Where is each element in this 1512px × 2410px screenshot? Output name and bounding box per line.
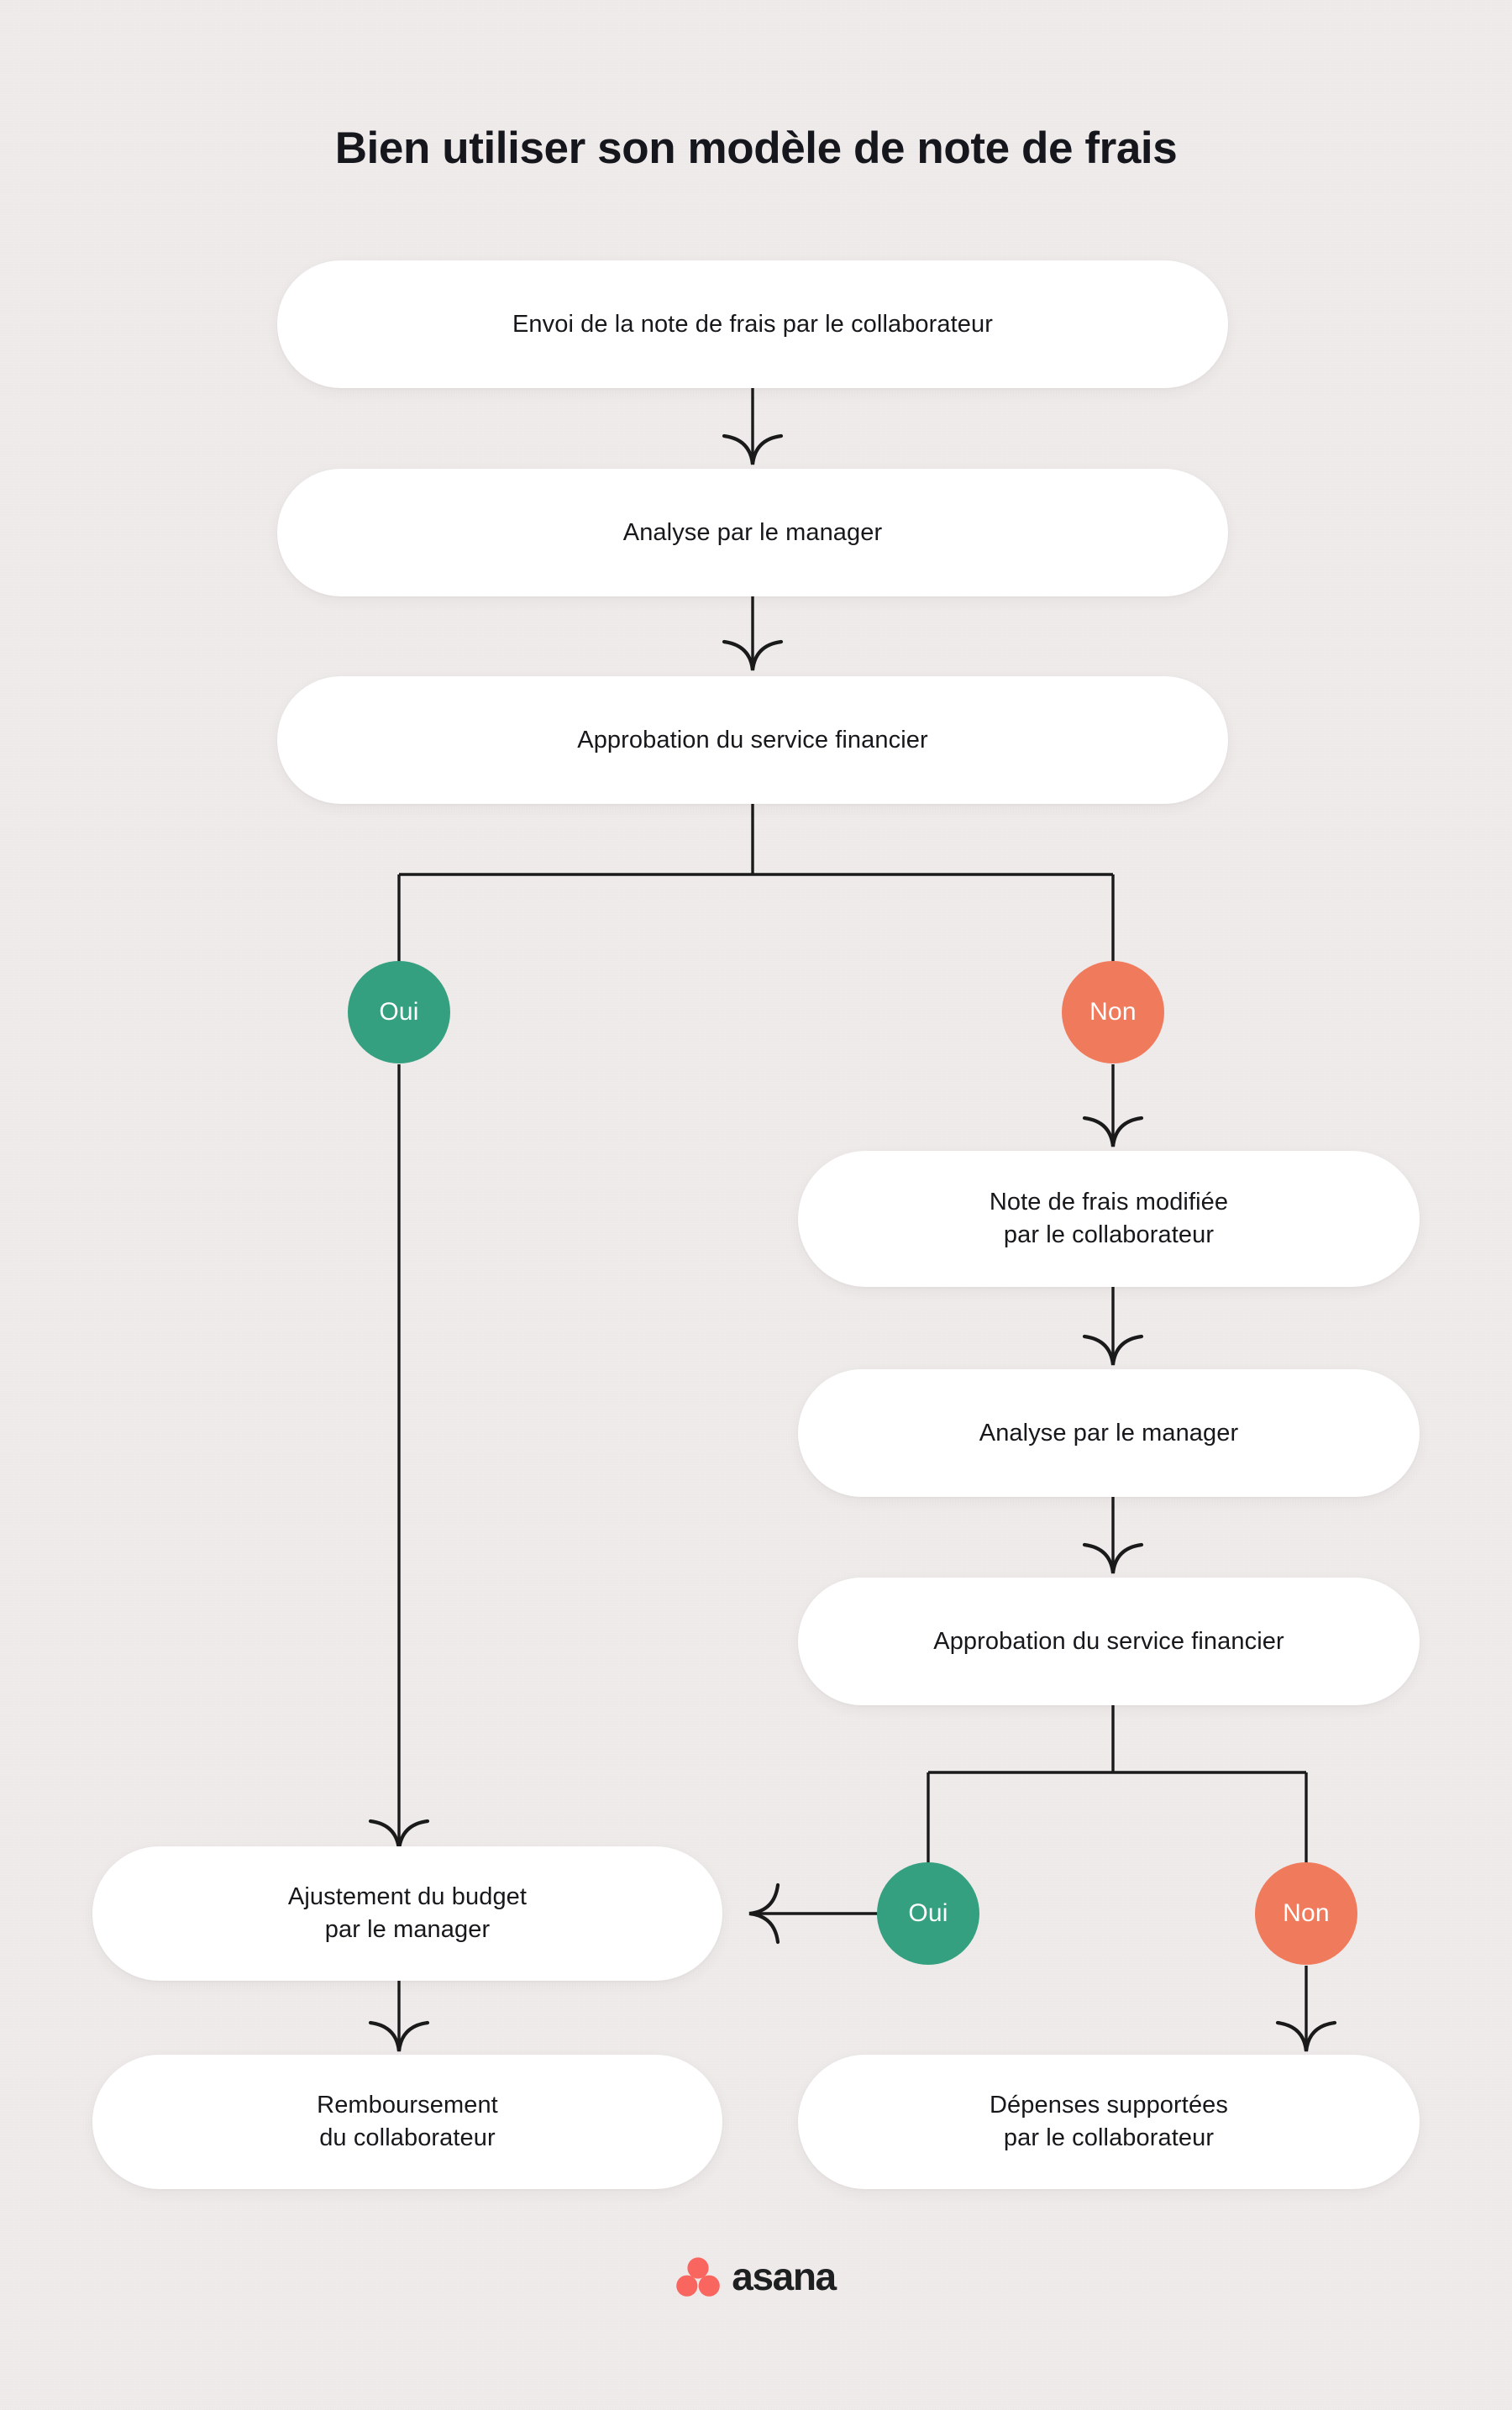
decision-label: Non [1089, 998, 1137, 1026]
node-label: Approbation du service financier [933, 1627, 1284, 1655]
edge-d2n-n9-arrowhead [1275, 2020, 1337, 2052]
node-label: Analyse par le manager [622, 518, 883, 546]
node-approbation-service-financier-1[interactable]: Approbation du service financier [277, 676, 1228, 804]
edge-n5-n6-arrowhead [1082, 1542, 1144, 1574]
node-note-de-frais-modifiee[interactable]: Note de frais modifiée par le collaborat… [798, 1151, 1420, 1287]
node-label-line-2: par le collaborateur [1003, 1221, 1215, 1248]
node-label-line-1: Note de frais modifiée [989, 1189, 1229, 1216]
node-analyse-manager-1[interactable]: Analyse par le manager [277, 469, 1228, 596]
node-label: Analyse par le manager [979, 1419, 1239, 1447]
decision-node-non-1[interactable]: Non [1062, 961, 1164, 1063]
decision-label: Oui [908, 1899, 948, 1927]
edge-n1-n2-arrowhead [722, 433, 784, 465]
page-title: Bien utiliser son modèle de note de frai… [334, 123, 1178, 173]
edge-n7-n8-arrowhead [368, 2020, 430, 2052]
node-label: Dépenses supportées par le collaborateur [990, 2089, 1228, 2155]
decision-node-oui-1[interactable]: Oui [348, 961, 450, 1063]
decision-node-non-2[interactable]: Non [1255, 1862, 1357, 1965]
node-depenses-supportees[interactable]: Dépenses supportées par le collaborateur [798, 2055, 1420, 2189]
decision-label: Non [1283, 1899, 1330, 1927]
node-label: Ajustement du budget par le manager [288, 1881, 527, 1946]
asana-wordmark: asana [732, 2255, 837, 2298]
edge-d1n-n4-arrowhead [1082, 1116, 1144, 1147]
decision-label: Oui [379, 998, 419, 1026]
node-label-line-1: Ajustement du budget [287, 1883, 528, 1911]
node-label-line-2: par le collaborateur [1003, 2124, 1215, 2151]
node-remboursement-collaborateur[interactable]: Remboursement du collaborateur [92, 2055, 722, 2189]
edge-d2y-n7-arrowhead [748, 1882, 780, 1945]
edge-n4-n5-arrowhead [1082, 1334, 1144, 1366]
brand-logo: asana [0, 2256, 1512, 2297]
edge-n2-n3-arrowhead [722, 639, 784, 671]
node-ajustement-budget[interactable]: Ajustement du budget par le manager [92, 1846, 722, 1981]
node-envoi-note-de-frais[interactable]: Envoi de la note de frais par le collabo… [277, 260, 1228, 388]
decision-node-oui-2[interactable]: Oui [877, 1862, 979, 1965]
asana-logo-icon [676, 2257, 721, 2297]
node-approbation-service-financier-2[interactable]: Approbation du service financier [798, 1578, 1420, 1705]
node-label: Remboursement du collaborateur [317, 2089, 498, 2155]
node-label-line-1: Remboursement [317, 2092, 498, 2119]
node-label-line-1: Dépenses supportées [989, 2092, 1229, 2119]
node-label-line-2: par le manager [324, 1916, 491, 1943]
node-label: Approbation du service financier [577, 726, 928, 753]
node-analyse-manager-2[interactable]: Analyse par le manager [798, 1369, 1420, 1497]
node-label: Note de frais modifiée par le collaborat… [990, 1186, 1228, 1252]
node-label: Envoi de la note de frais par le collabo… [512, 310, 994, 338]
node-label-line-2: du collaborateur [319, 2124, 496, 2151]
